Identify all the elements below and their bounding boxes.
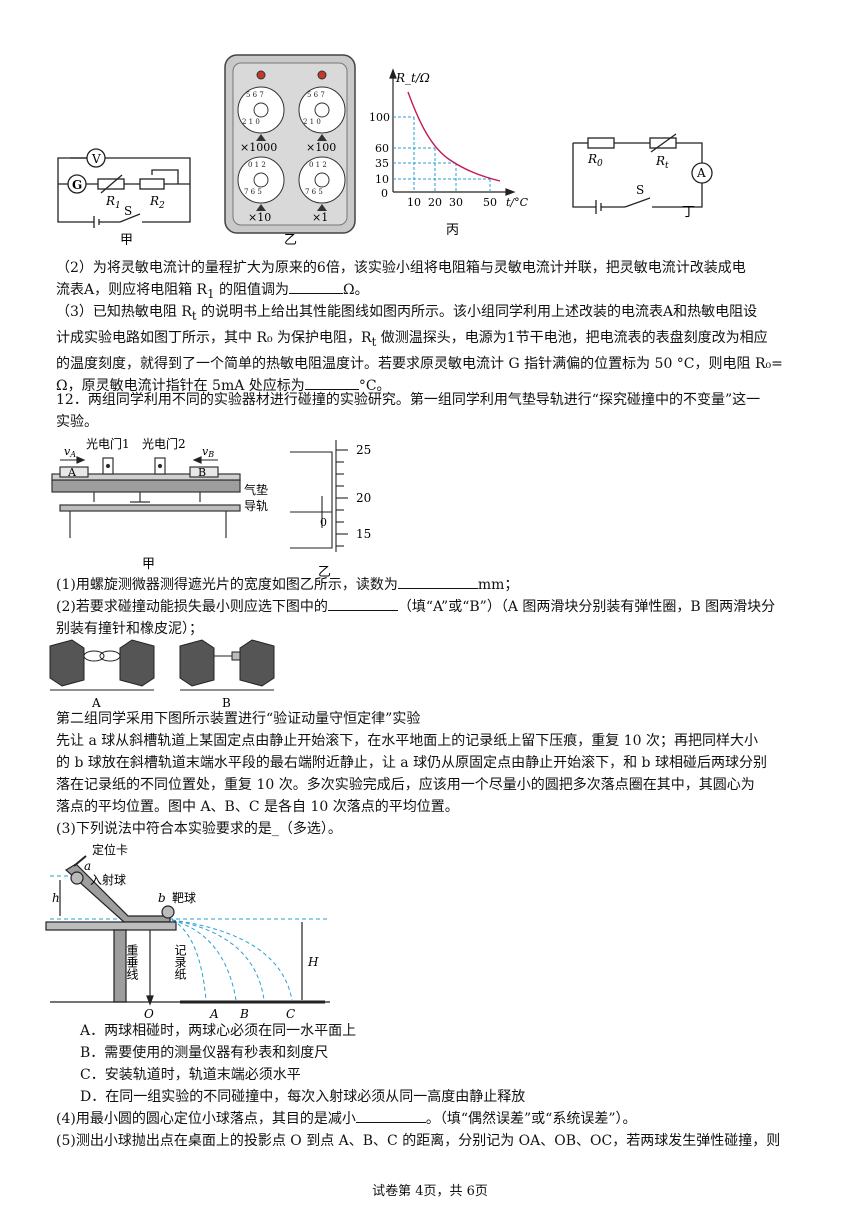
svg-text:7 6 5: 7 6 5 <box>244 188 262 196</box>
answer-blank[interactable] <box>327 596 398 611</box>
option-b[interactable]: B．需要使用的测量仪器有秒表和刻度尺 <box>80 1045 329 1061</box>
vb-label: vB <box>202 445 214 459</box>
q12-intro: 12．两组同学利用不同的实验器材进行碰撞的实验研究。第一组同学利用气垫导轨进行“… <box>56 392 761 430</box>
micrometer-tick-25: 25 <box>356 443 371 457</box>
page-footer: 试卷第 4页，共 6页 <box>372 1184 488 1199</box>
ball-a-label: 入射球 <box>90 872 126 887</box>
q12-figures: vA vB 光电门1 光电门2 A B 气垫 导轨 甲 25 20 15 0 乙 <box>51 436 371 580</box>
r2-label: R2 <box>149 194 165 211</box>
q12-sub45: (4)用最小圆的圆心定位小球落点，其目的是减小。（填“偶然误差”或“系统误差”）… <box>56 1108 816 1152</box>
micrometer-zero: 0 <box>320 516 327 529</box>
xtick-30: 30 <box>449 196 463 209</box>
r1-label: R1 <box>105 194 121 211</box>
answer-blank[interactable] <box>288 279 343 294</box>
option-d[interactable]: D．在同一组实验的不同碰撞中，每次入射球必须从同一高度由静止释放 <box>80 1089 526 1105</box>
resistance-box <box>224 54 356 234</box>
slider-b-label: B <box>198 466 206 479</box>
point-b: B <box>239 1007 249 1021</box>
caption-bing: 丙 <box>446 223 459 238</box>
option-a[interactable]: A．两球相碰时，两球心必须在同一水平面上 <box>80 1023 357 1039</box>
caption-yi: 乙 <box>284 233 297 245</box>
rt-label: Rt <box>655 154 669 171</box>
dial-digits: 5 6 7 2 1 0 5 6 7 2 1 0 0 1 2 7 6 5 0 1 2 7 … <box>242 91 327 196</box>
thermistor-curve <box>407 91 501 182</box>
q12-options: A．两球相碰时，两球心必须在同一水平面上 B．需要使用的测量仪器有秒表和刻度尺 … <box>80 1020 820 1108</box>
answer-blank[interactable] <box>304 375 359 390</box>
switch-label: S <box>124 204 132 218</box>
option-b-label: B <box>222 696 231 710</box>
xtick-10: 10 <box>407 196 421 209</box>
table <box>45 921 177 1003</box>
xtick-50: 50 <box>483 196 497 209</box>
rail-label-1: 气垫 <box>244 482 268 497</box>
ytick-10: 10 <box>375 173 389 186</box>
caption-ding: 丁 <box>682 205 695 220</box>
ytick-100: 100 <box>369 111 390 124</box>
svg-text:2 1 0: 2 1 0 <box>242 118 260 126</box>
height-H-label: H <box>307 955 319 969</box>
gate2-label: 光电门2 <box>142 436 186 451</box>
q12-sub2: (2)若要求碰撞动能损失最小则应选下图中的（填“A”或“B”）（A 图两滑块分别… <box>56 596 816 640</box>
svg-text:5 6 7: 5 6 7 <box>246 91 264 99</box>
box-x1000: ×1000 <box>240 141 277 154</box>
answer-blank[interactable] <box>355 1108 426 1123</box>
chute <box>64 855 175 923</box>
micrometer-tick-15: 15 <box>356 527 371 541</box>
paper-label: 记录纸 <box>173 944 187 981</box>
voltmeter-label: V <box>91 152 101 166</box>
velocity-arrows <box>60 456 218 464</box>
air-track <box>51 457 241 538</box>
q11-part2: （2）为将灵敏电流计的量程扩大为原来的6倍，该实验小组将电阻箱与灵敏电流计并联，… <box>56 260 746 301</box>
svg-text:2 1 0: 2 1 0 <box>303 118 321 126</box>
answer-blank[interactable] <box>397 574 478 589</box>
top-figures: V G R1 R2 S 甲 5 6 7 2 1 0 5 6 7 2 1 0 0 1 … <box>57 54 713 245</box>
caption-q12-jia: 甲 <box>142 557 155 572</box>
point-c: C <box>286 1007 295 1021</box>
r0-label: R0 <box>587 152 603 169</box>
option-c[interactable]: C．安装轨道时，轨道末端必须水平 <box>80 1067 301 1083</box>
caption-jia: 甲 <box>120 233 133 245</box>
rail-label-2: 导轨 <box>244 499 268 513</box>
ball-a-letter: a <box>84 859 91 873</box>
option-a-label: A <box>91 696 101 710</box>
switch-ding-label: S <box>636 183 644 197</box>
graph-bing <box>389 68 516 196</box>
chute-apparatus: 定位卡 a 入射球 b 靶球 h H 重垂线 记录纸 O A B C <box>45 842 330 1021</box>
height-h-label: h <box>52 891 60 905</box>
circuit-ding <box>572 133 713 214</box>
point-a: A <box>209 1007 219 1021</box>
graph-ylabel: R_t/Ω <box>395 71 430 85</box>
ytick-60: 60 <box>375 142 389 155</box>
ammeter-label: A <box>696 166 706 180</box>
svg-text:0 1 2: 0 1 2 <box>248 161 266 169</box>
svg-text:5 6 7: 5 6 7 <box>307 91 325 99</box>
va-label: vA <box>64 445 76 459</box>
q12-group2: 第二组同学采用下图所示装置进行“验证动量守恒定律”实验 先让 a 球从斜槽轨道上… <box>56 711 767 837</box>
ytick-35: 35 <box>375 157 389 170</box>
galvanometer-label: G <box>72 178 82 192</box>
ball-b-letter: b <box>158 891 166 905</box>
box-x1: ×1 <box>312 211 328 224</box>
card-label: 定位卡 <box>92 842 128 857</box>
box-x10: ×10 <box>248 211 271 224</box>
graph-xlabel: t/°C <box>506 196 529 209</box>
plumb-label: 重垂线 <box>125 944 139 980</box>
gate1-label: 光电门1 <box>86 436 130 451</box>
svg-text:7 6 5: 7 6 5 <box>305 188 323 196</box>
ball-b-label: 靶球 <box>172 891 196 905</box>
caption-q12-yi: 乙 <box>318 565 331 580</box>
xtick-20: 20 <box>428 196 442 209</box>
graph-gridlines <box>393 116 491 192</box>
svg-text:0 1 2: 0 1 2 <box>309 161 327 169</box>
slider-a-label: A <box>67 466 77 479</box>
collision-options-figure: A B <box>49 639 275 710</box>
q11-part3: （3）已知热敏电阻 Rt 的说明书上给出其性能图线如图丙所示。该小组同学利用上述… <box>56 304 783 394</box>
micrometer-tick-20: 20 <box>356 491 371 505</box>
point-o: O <box>144 1007 154 1021</box>
box-x100: ×100 <box>306 141 336 154</box>
ytick-0: 0 <box>381 187 388 200</box>
circuit-jia <box>57 148 191 228</box>
micrometer <box>290 440 348 552</box>
